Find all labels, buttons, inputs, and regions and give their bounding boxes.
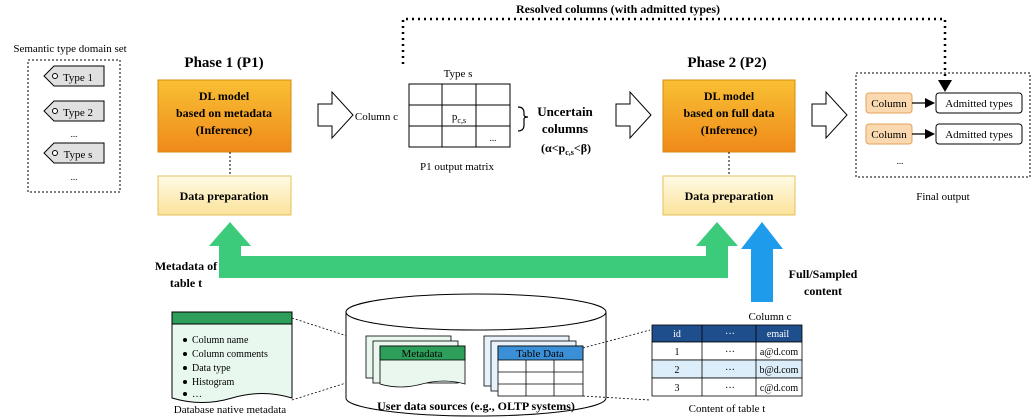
table-data-stack: Table Data [483, 335, 584, 397]
metadata-flow-arrow: Metadata of table t [155, 222, 738, 290]
table-cell: a@d.com [760, 347, 799, 358]
column-chip-label: Column [871, 98, 907, 110]
type-s-label: Type s [64, 149, 93, 161]
brace-icon [517, 106, 529, 132]
table-cell: ··· [725, 383, 735, 394]
table-cell: c@d.com [760, 383, 799, 394]
content-arrow-label-1: Full/Sampled [789, 267, 858, 281]
type-tag-2: Type 2 [43, 100, 105, 122]
domain-set-title: Semantic type domain set [13, 43, 126, 55]
type-ellipsis: ... [71, 129, 78, 139]
metadata-item: … [192, 389, 202, 400]
flow-arrow-icon [615, 90, 652, 140]
phase1-title: Phase 1 (P1) [184, 55, 263, 71]
content-table-column-label: Column c [748, 311, 791, 323]
metadata-item: Column name [192, 335, 249, 346]
native-metadata-caption: Database native metadata [174, 404, 287, 416]
table-cell: 1 [675, 347, 680, 358]
matrix-ellipsis: ... [490, 133, 497, 143]
phase1-prep-box [157, 175, 292, 216]
table-header-cell: id [673, 329, 681, 340]
phase1-model-line3: (Inference) [196, 123, 252, 137]
table-row [651, 377, 803, 397]
type-ellipsis-2: ... [71, 172, 78, 182]
metadata-item: Histogram [192, 377, 234, 388]
table-cell: 3 [675, 383, 680, 394]
table-header-cell: email [767, 329, 789, 340]
metadata-item: Column comments [192, 349, 268, 360]
final-output-row: Column Admitted types [865, 92, 1023, 114]
type-1-label: Type 1 [63, 72, 93, 84]
content-flow-arrow: Full/Sampled content [741, 222, 858, 302]
phase2-model-box [662, 79, 796, 153]
phase2-prep-label: Data preparation [685, 189, 774, 203]
metadata-arrow-label-1: Metadata of [155, 259, 218, 273]
type-2-label: Type 2 [63, 107, 93, 119]
table-data-stack-label: Table Data [516, 348, 564, 360]
tag-hole-icon [52, 150, 58, 156]
green-arrow-shape [209, 222, 738, 278]
phase1-model-line2: based on metadata [176, 106, 272, 120]
matrix-cell-probability: pc,s [452, 111, 466, 125]
phase2: Phase 2 (P2) DL model based on full data… [662, 55, 796, 216]
uncertain-columns: Uncertain columns (α<pc,s<β) [517, 104, 594, 157]
native-metadata-doc: Column name Column comments Data type Hi… [171, 311, 293, 416]
table-cell: ··· [725, 347, 735, 358]
metadata-item: Data type [192, 363, 231, 374]
content-table: Column c id ··· email 1 ··· a@d.com 2 ··… [651, 311, 803, 415]
domain-set: Semantic type domain set Type 1 Type 2 .… [13, 43, 127, 193]
content-arrow-label-2: content [804, 284, 842, 298]
resolved-columns-feedback: Resolved columns (with admitted types) [401, 2, 952, 92]
user-sources-caption: User data sources (e.g., OLTP systems) [377, 399, 575, 413]
metadata-arrow-label-2: table t [170, 276, 202, 290]
flow-arrow-icon [317, 90, 354, 140]
final-output-ellipsis: ... [897, 156, 904, 166]
content-table-caption: Content of table t [689, 403, 766, 415]
phase2-model-line3: (Inference) [701, 123, 757, 137]
resolved-columns-label: Resolved columns (with admitted types) [516, 2, 720, 16]
tag-hole-icon [52, 108, 58, 114]
down-arrow-icon [938, 80, 952, 92]
phase1-model-box [157, 79, 292, 153]
matrix-column-label: Column c [355, 111, 398, 123]
type-tag-1: Type 1 [43, 65, 105, 87]
admitted-types-label: Admitted types [945, 129, 1013, 141]
uncertain-line1: Uncertain [537, 104, 593, 119]
table-header-cell: ··· [725, 329, 735, 340]
phase1: Phase 1 (P1) DL model based on metadata … [157, 55, 292, 216]
table-cell: b@d.com [760, 365, 799, 376]
table-cell: 2 [675, 365, 680, 376]
flow-arrow-icon [811, 90, 848, 140]
phase2-prep-box [662, 175, 796, 216]
final-output-row: Column Admitted types [865, 123, 1023, 145]
type-tag-s: Type s [43, 142, 105, 164]
table-cell: ··· [725, 365, 735, 376]
phase1-prep-label: Data preparation [180, 189, 269, 203]
metadata-stack-label: Metadata [402, 348, 443, 360]
phase2-title: Phase 2 (P2) [687, 55, 766, 71]
uncertain-condition: (α<pc,s<β) [541, 141, 591, 157]
p1-output-matrix: Type s Column c pc,s ... P1 output matri… [355, 68, 511, 173]
doc-header-bar [171, 311, 293, 325]
tag-hole-icon [52, 73, 58, 79]
final-output-caption: Final output [916, 191, 969, 203]
user-data-sources: Metadata Table Data User data sources (e… [345, 293, 607, 417]
admitted-types-label: Admitted types [945, 98, 1013, 110]
metadata-stack: Metadata [365, 335, 466, 388]
matrix-caption: P1 output matrix [420, 161, 494, 173]
phase2-model-line1: DL model [704, 89, 755, 103]
matrix-type-label: Type s [444, 68, 473, 80]
blue-arrow-shape [741, 222, 783, 302]
uncertain-line2: columns [542, 121, 588, 136]
column-chip-label: Column [871, 129, 907, 141]
final-output: Column Admitted types Column Admitted ty… [855, 72, 1031, 203]
phase2-model-line2: based on full data [683, 106, 774, 120]
phase1-model-line1: DL model [199, 89, 250, 103]
